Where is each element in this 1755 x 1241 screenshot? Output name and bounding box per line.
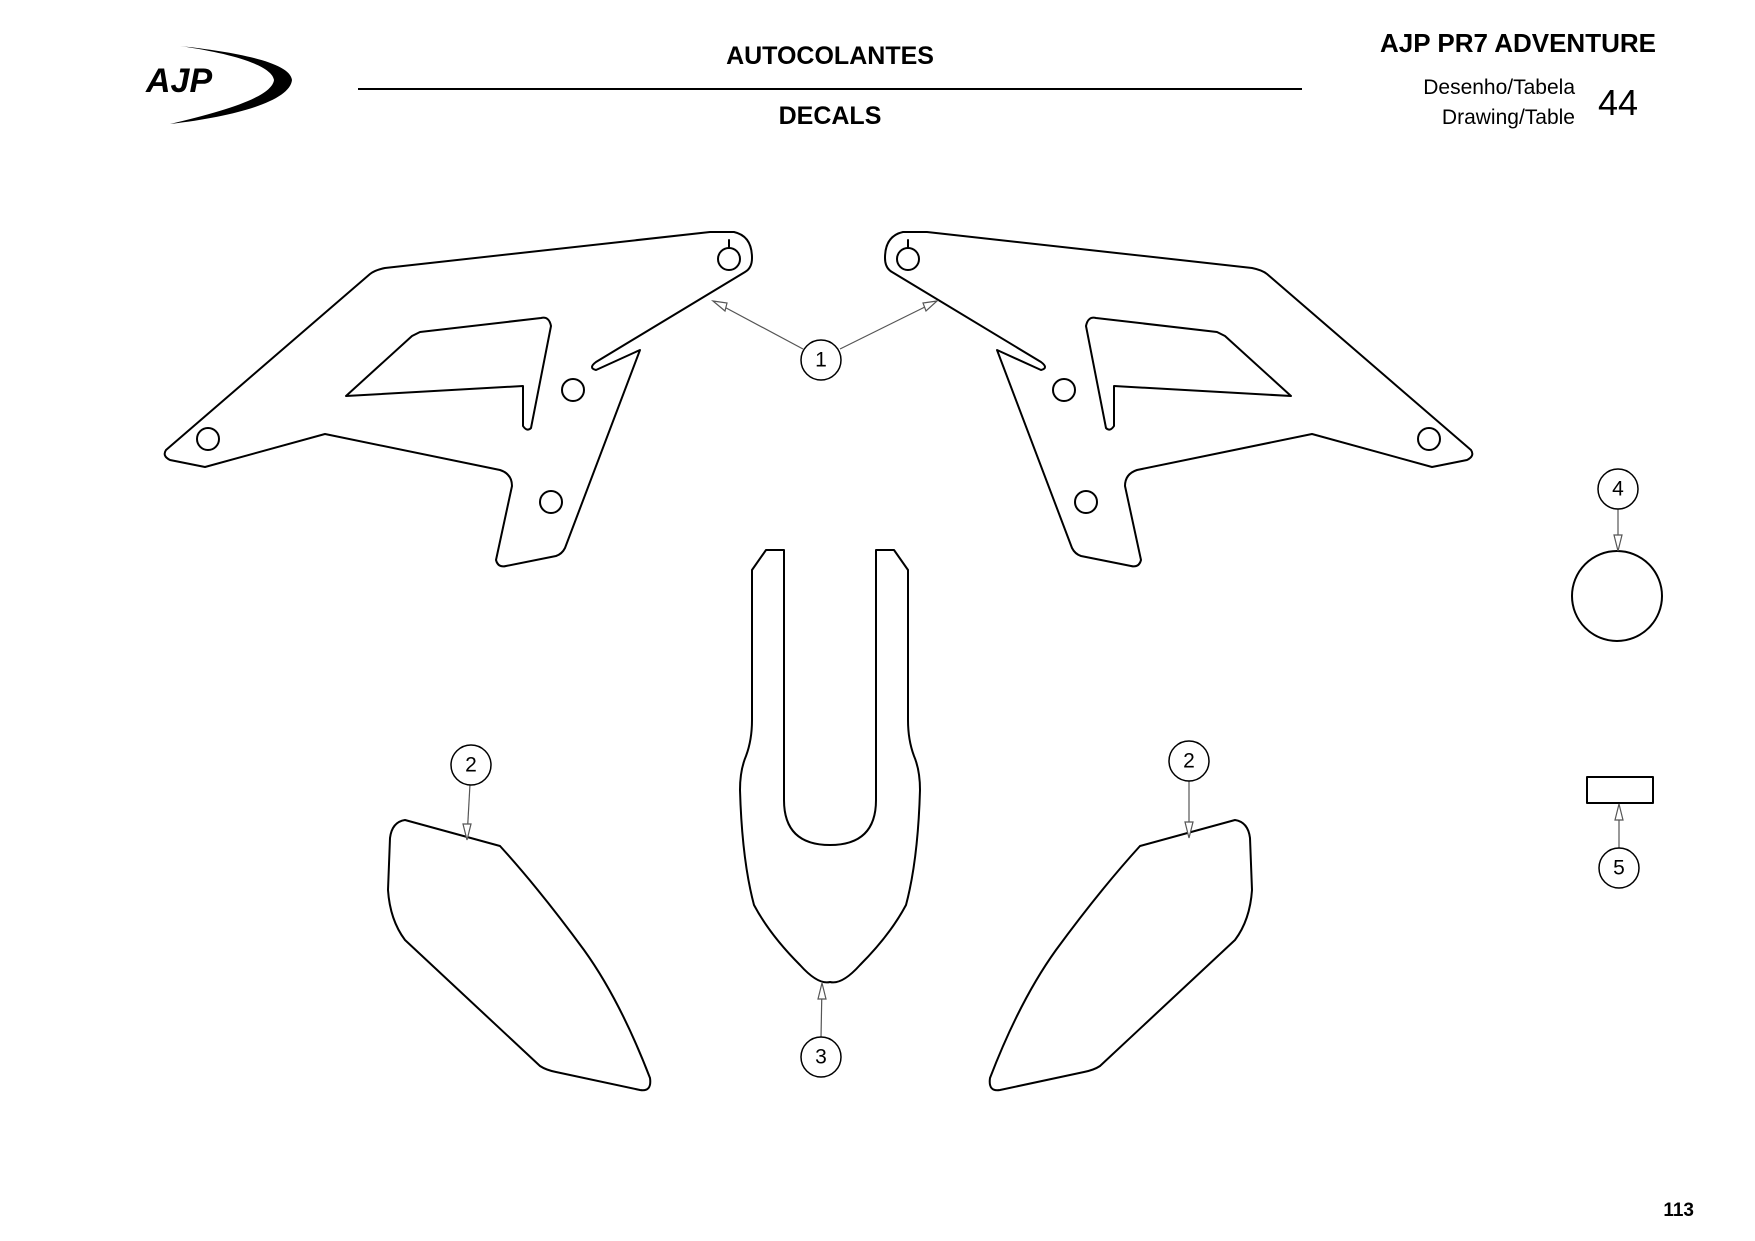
callout-2-left: 2 [450, 744, 492, 786]
callout-4-label: 4 [1612, 478, 1624, 501]
callout-3-circle [800, 1036, 842, 1078]
model-name: AJP PR7 ADVENTURE [1380, 28, 1656, 58]
arrowhead-3 [817, 982, 827, 1000]
drawing-number: 44 [1598, 82, 1639, 123]
arrowhead-4 [1613, 534, 1623, 552]
arrowhead-1-right [922, 300, 939, 313]
header-divider [358, 88, 1302, 90]
arrowhead-1-left [710, 300, 728, 313]
front-fender-decal [739, 549, 921, 984]
right-shroud-outline [884, 231, 1474, 568]
callout-5-circle [1598, 847, 1640, 889]
right-shroud-hole-1 [896, 247, 920, 271]
callout-2-right: 2 [1168, 740, 1210, 782]
left-shroud-decal [163, 231, 753, 568]
right-shroud-cutout [1085, 316, 1292, 431]
right-side-panel-decal [988, 819, 1253, 1092]
leader-1-left [714, 301, 804, 350]
title-english: DECALS [778, 102, 882, 130]
page-number: 113 [1663, 1200, 1694, 1221]
left-shroud-hole-3 [196, 427, 220, 451]
callout-1-label: 1 [815, 349, 827, 372]
title-portuguese: AUTOCOLANTES [726, 42, 934, 70]
arrowhead-2-left [462, 823, 472, 841]
callout-4: 4 [1597, 468, 1639, 510]
leader-1-right [839, 301, 936, 350]
drawing-label-english: Drawing/Table [1441, 106, 1575, 129]
drawing-label-portuguese: Desenho/Tabela [1423, 76, 1575, 99]
left-shroud-outline [163, 231, 753, 568]
right-shroud-hole-2 [1052, 378, 1076, 402]
callout-2-left-label: 2 [465, 754, 477, 777]
callout-4-circle [1597, 468, 1639, 510]
round-decal [1571, 550, 1663, 642]
callout-2-right-circle [1168, 740, 1210, 782]
left-shroud-hole-2 [561, 378, 585, 402]
rectangular-decal [1586, 776, 1654, 804]
callout-1-circle [800, 339, 842, 381]
callout-5-label: 5 [1613, 857, 1625, 880]
callout-2-right-label: 2 [1183, 750, 1195, 773]
right-shroud-decal [884, 231, 1474, 568]
callout-2-left-circle [450, 744, 492, 786]
callout-1: 1 [800, 339, 842, 381]
logo-swoosh [170, 46, 292, 124]
callout-5: 5 [1598, 847, 1640, 889]
callout-3: 3 [800, 1036, 842, 1078]
left-shroud-cutout [345, 316, 552, 431]
left-side-panel-decal [387, 819, 652, 1092]
left-shroud-hole-1 [717, 247, 741, 271]
right-shroud-hole-4 [1074, 490, 1098, 514]
right-shroud-hole-3 [1417, 427, 1441, 451]
callout-3-label: 3 [815, 1046, 827, 1069]
left-shroud-hole-4 [539, 490, 563, 514]
leader-lines [462, 300, 1624, 1039]
ajp-logo: AJP [145, 46, 292, 124]
arrowhead-2-right [1184, 821, 1194, 839]
arrowhead-5 [1614, 803, 1624, 821]
logo-text: AJP [145, 62, 212, 100]
